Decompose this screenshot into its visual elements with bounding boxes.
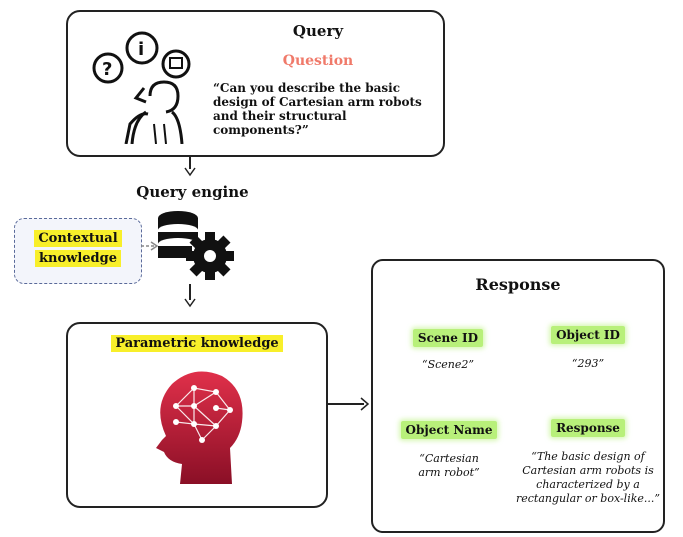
parametric-knowledge-box: Parametric knowledge bbox=[66, 322, 328, 508]
contextual-label: Contextual knowledge bbox=[29, 229, 127, 269]
arrow-head bbox=[360, 397, 370, 411]
contextual-knowledge-box: Contextual knowledge bbox=[14, 218, 142, 284]
response-field-value: “The basic design of Cartesian arm robot… bbox=[515, 450, 661, 505]
arrow-head bbox=[184, 167, 196, 177]
arrow-parametric-to-response bbox=[326, 403, 364, 405]
database-gear-icon bbox=[158, 211, 234, 280]
response-title: Response bbox=[475, 275, 561, 294]
scene-id-label: Scene ID bbox=[393, 327, 503, 347]
response-box: Response Scene ID “Scene2” Object ID “29… bbox=[371, 259, 665, 533]
response-field-label: Response bbox=[533, 417, 643, 437]
query-engine-title: Query engine bbox=[136, 183, 249, 201]
brain-network-head-icon bbox=[156, 371, 243, 484]
question-text: “Can you describe the basic design of Ca… bbox=[213, 81, 422, 137]
svg-text:?: ? bbox=[102, 59, 112, 80]
query-box: ? i Query Question “Can you describe the… bbox=[66, 10, 445, 157]
query-title: Query bbox=[292, 22, 344, 40]
object-name-label: Object Name bbox=[389, 419, 509, 439]
object-id-label: Object ID bbox=[533, 324, 643, 344]
arrow-head bbox=[184, 298, 196, 308]
svg-text:i: i bbox=[138, 39, 144, 60]
arrow-query-to-engine bbox=[189, 155, 191, 169]
parametric-label: Parametric knowledge bbox=[68, 335, 326, 352]
arrow-context-to-engine bbox=[141, 241, 159, 251]
object-id-value: “293” bbox=[571, 357, 605, 370]
arrow-engine-to-parametric bbox=[189, 284, 191, 300]
question-label: Question bbox=[282, 53, 354, 69]
scene-id-value: “Scene2” bbox=[421, 358, 475, 371]
person-questions-icon: ? i bbox=[92, 31, 191, 144]
object-name-value: “Cartesian arm robot” bbox=[418, 452, 480, 479]
